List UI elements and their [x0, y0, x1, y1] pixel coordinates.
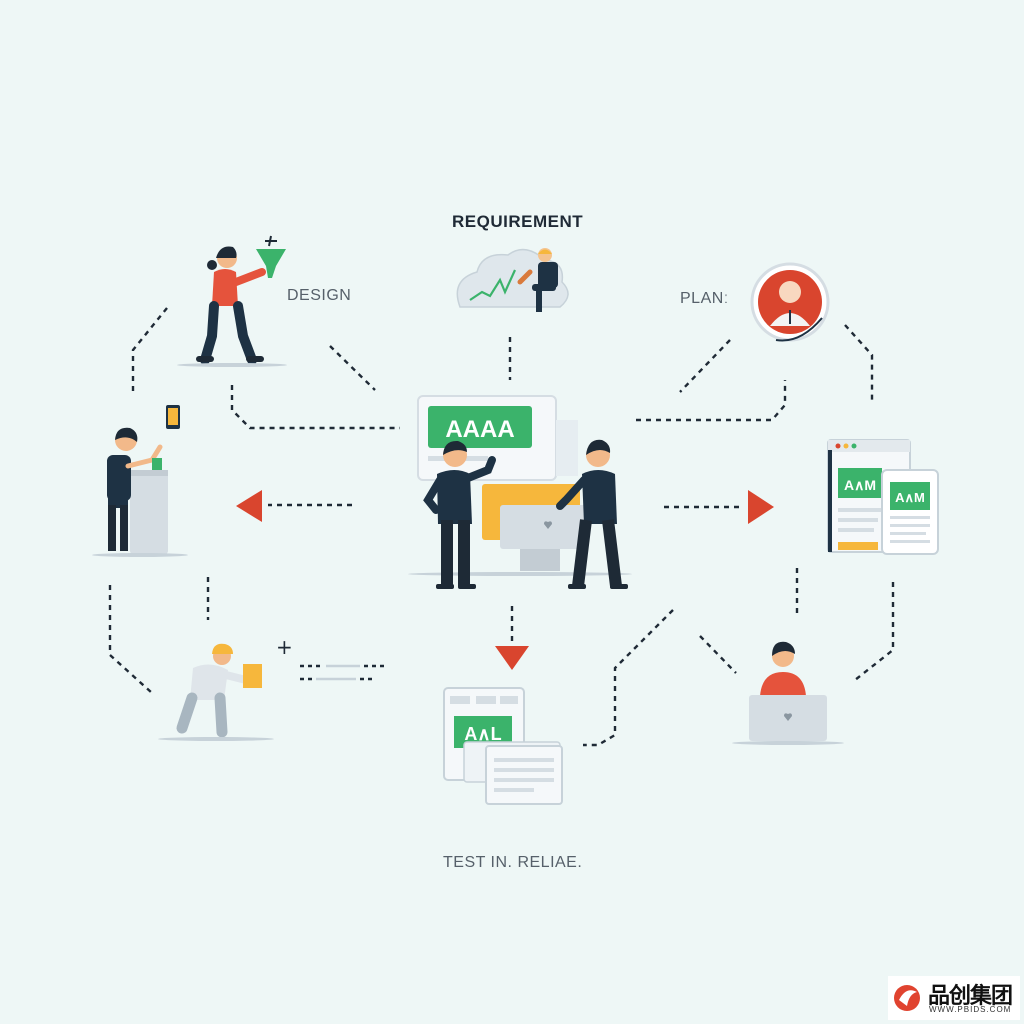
center-chart-badge [428, 406, 532, 448]
avatar-head [779, 281, 801, 303]
device-tower [130, 470, 168, 554]
speed-lines [300, 664, 384, 681]
design-label: DESIGN [287, 287, 352, 304]
person-body [538, 262, 558, 288]
plan-avatar [750, 262, 830, 342]
heart-icon [544, 521, 552, 529]
plus-sign: + [276, 635, 293, 659]
requirement-illustration [456, 248, 569, 312]
brand-logo-text: 品创集团 [928, 984, 1013, 1009]
connector-bottom-right [583, 609, 674, 747]
connector-center-right [636, 380, 787, 422]
person-at-laptop [732, 641, 844, 745]
brand-logo-url: WWW.PBIDS.COM [929, 1005, 1012, 1014]
design-illustration [177, 235, 287, 367]
connector-plan-right [844, 324, 874, 402]
connector-design-left [131, 307, 168, 392]
woman-body [212, 269, 238, 306]
connector-plan-center [679, 339, 731, 393]
connector-design-center [329, 345, 376, 391]
arrow-down-icon [495, 646, 529, 670]
connector-left-center [230, 385, 400, 430]
right-window-text-1: A∧M [844, 477, 876, 493]
requirement-label: REQUIREMENT [452, 212, 584, 231]
center-team-illustration: AAAA [408, 395, 632, 589]
box-icon [243, 664, 262, 688]
right-window-text-2: A∧M [895, 490, 925, 505]
plan-label: PLANː [680, 290, 729, 307]
connector-left-worker [108, 585, 153, 694]
worker-pushing-box: + [158, 635, 384, 741]
chart-line-icon [469, 269, 517, 301]
arrow-right-icon [748, 490, 774, 524]
front-document [485, 745, 563, 805]
arrow-left-icon [236, 490, 262, 522]
bottom-window-text: A∧L [464, 724, 501, 744]
connector-right-down [854, 582, 895, 681]
hard-hat-icon [212, 643, 233, 654]
test-release-label: TEST IN. RELIAE. [443, 854, 583, 871]
center-screen-text: AAAA [445, 416, 514, 443]
connector-laptop-person [699, 635, 737, 674]
front-laptop [500, 505, 588, 549]
laptop-heart-icon [784, 713, 792, 721]
test-release-windows: A∧L [443, 687, 563, 805]
brand-logo-mark [888, 976, 1020, 1020]
funnel-icon [256, 249, 286, 278]
left-person-at-device [92, 405, 188, 557]
right-windows-illustration: A∧M A∧M [827, 439, 939, 555]
connector-lines [108, 307, 895, 747]
